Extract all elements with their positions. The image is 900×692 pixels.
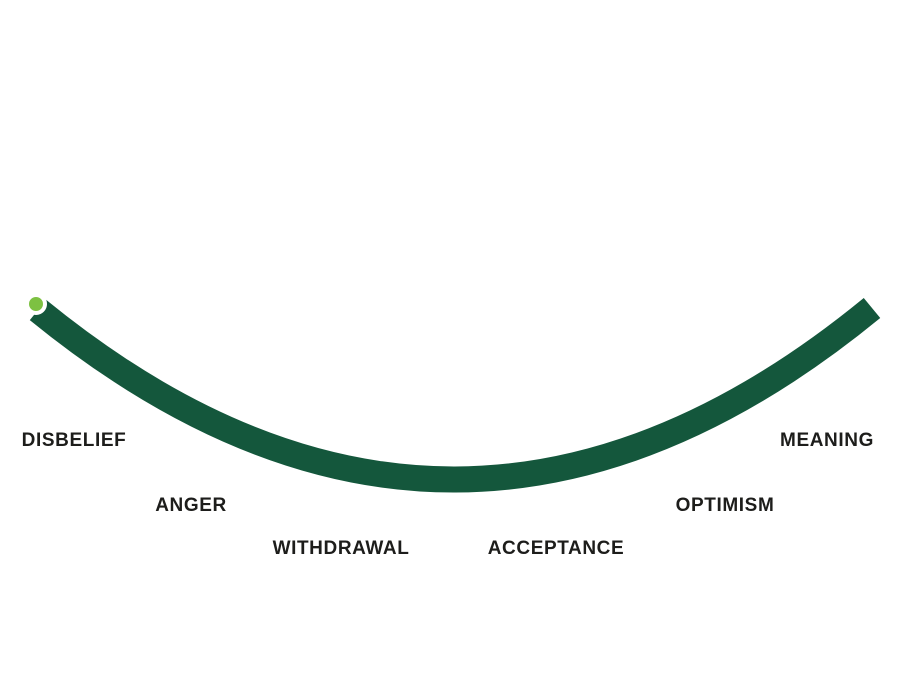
stage-label-optimism: OPTIMISM bbox=[675, 495, 775, 516]
start-dot bbox=[25, 293, 47, 315]
stage-label-withdrawal: WITHDRAWAL bbox=[272, 538, 410, 559]
stage-label-acceptance: ACCEPTANCE bbox=[487, 538, 625, 559]
stage-label-anger: ANGER bbox=[155, 495, 227, 516]
journey-curve bbox=[29, 297, 881, 493]
stage-label-meaning: MEANING bbox=[780, 430, 874, 451]
stage-label-disbelief: DISBELIEF bbox=[21, 430, 127, 451]
